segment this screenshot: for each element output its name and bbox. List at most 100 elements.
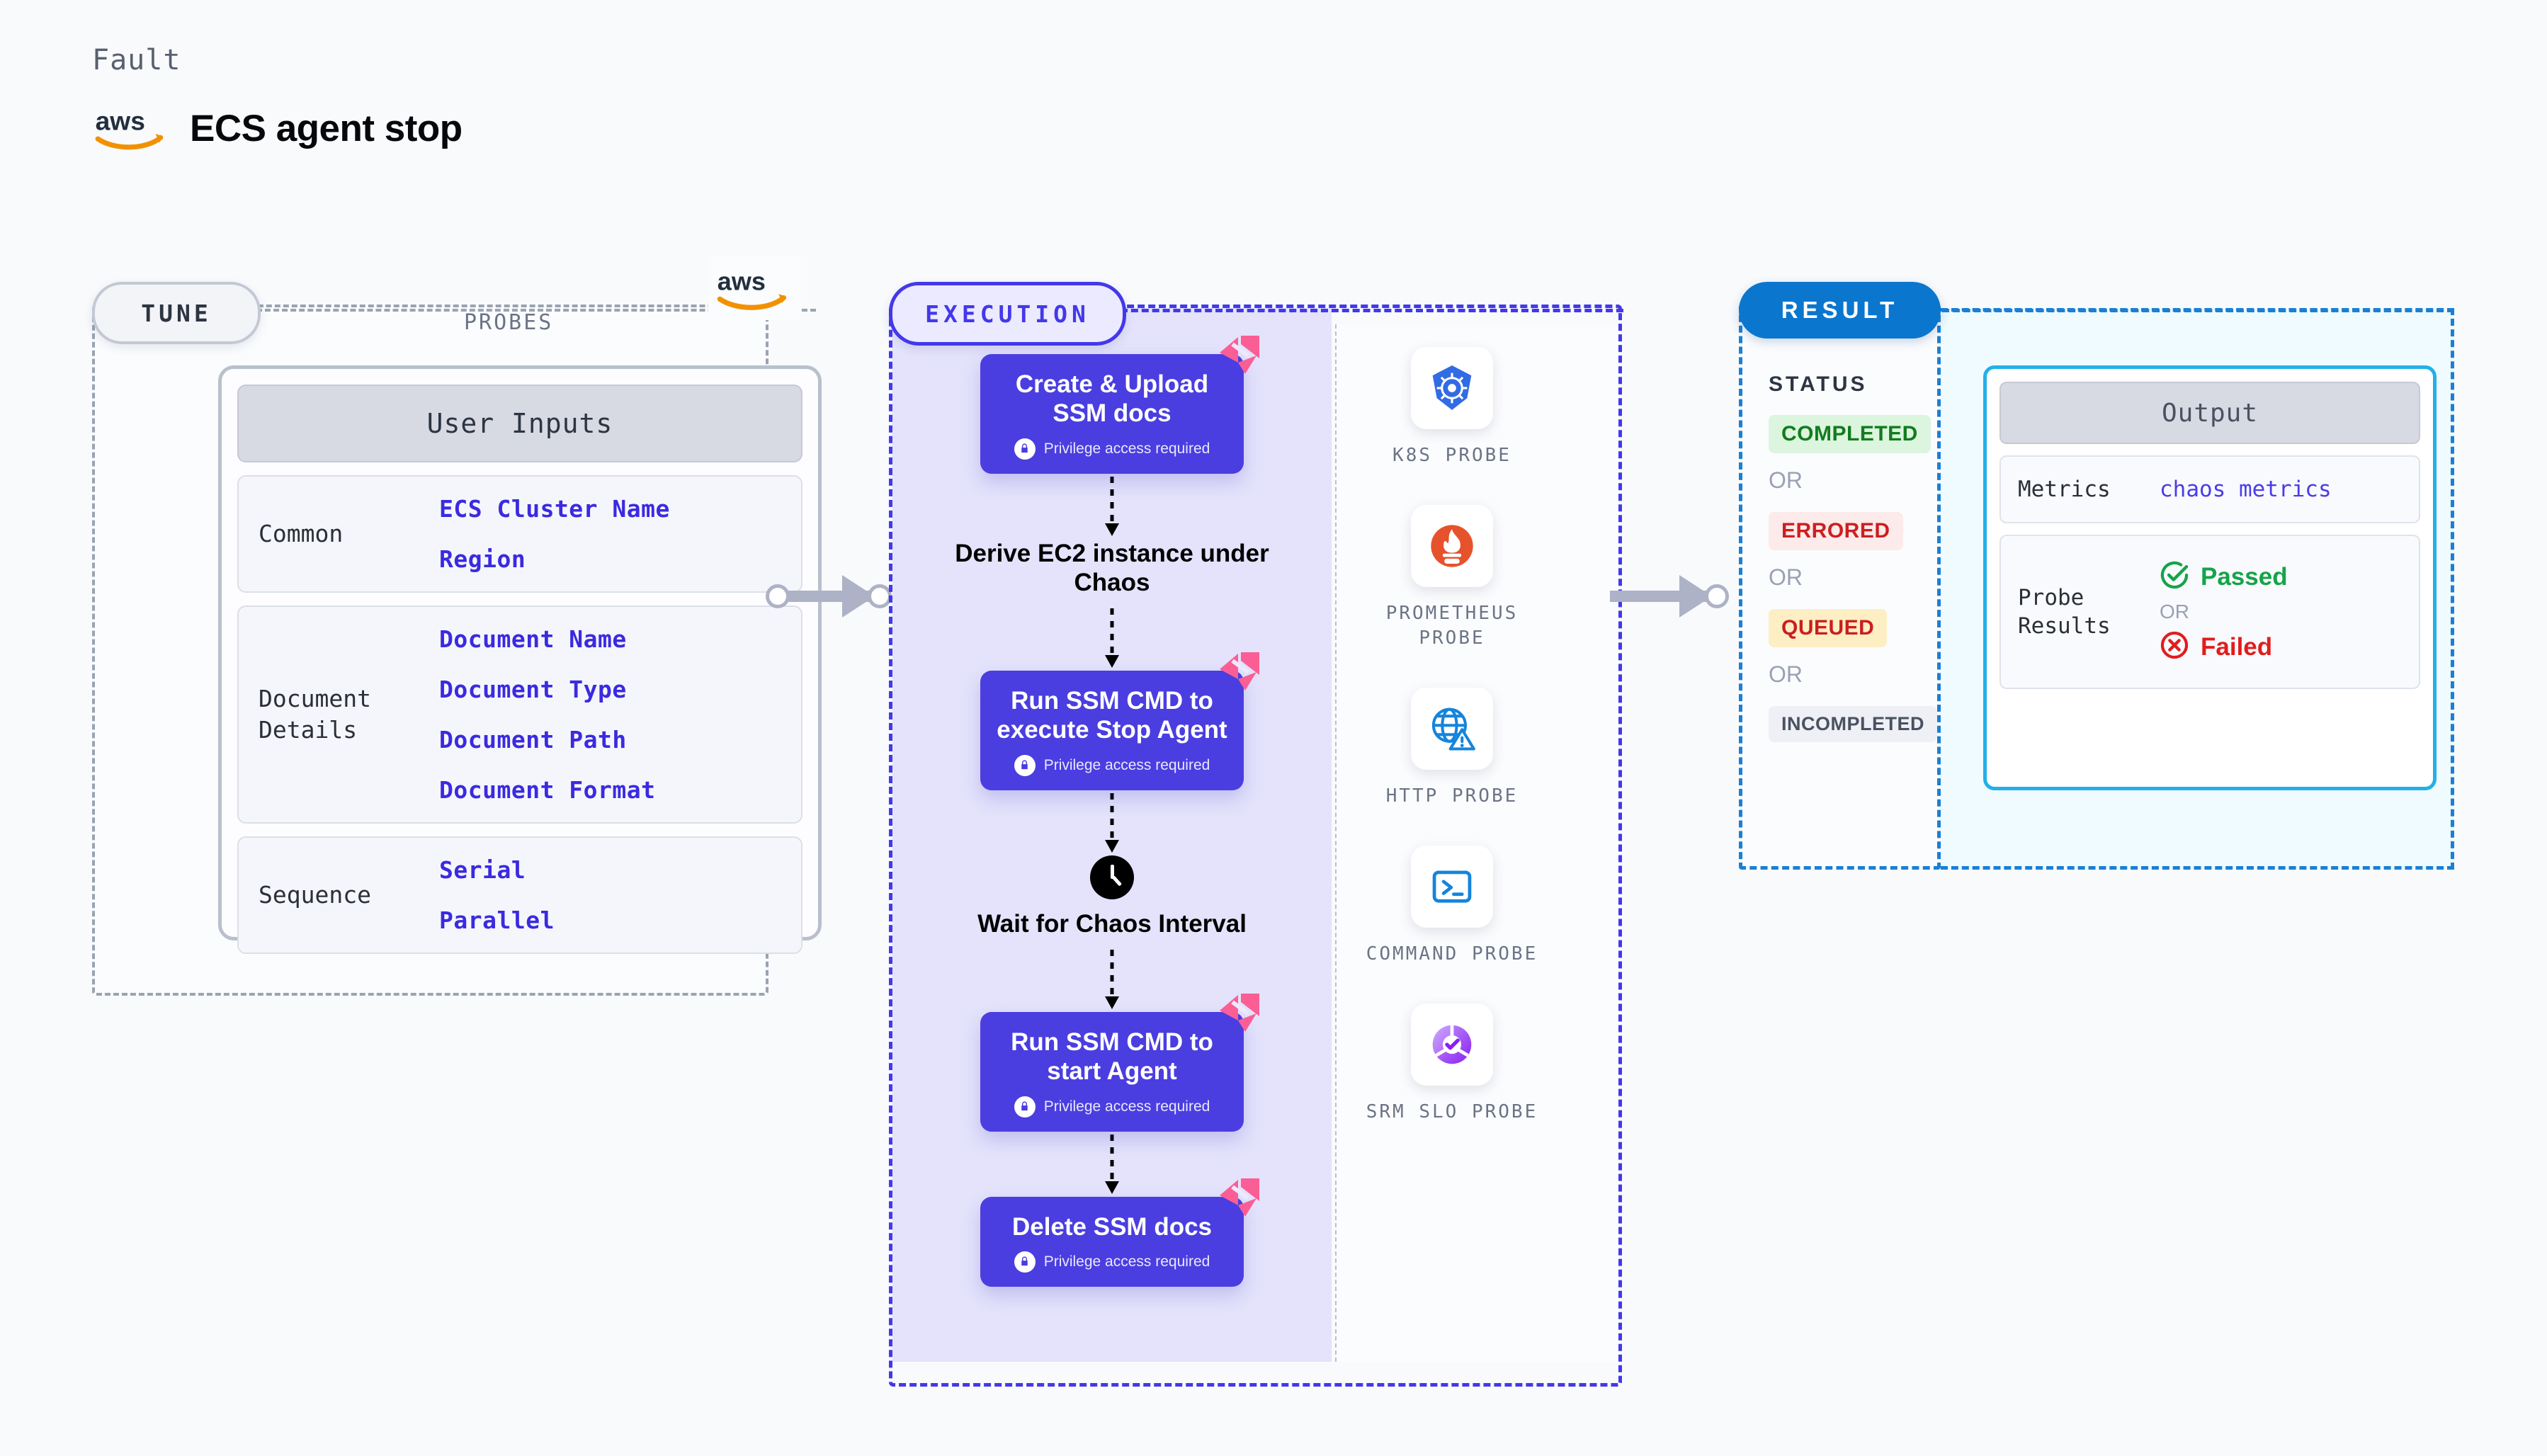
or-label: OR [1769, 564, 1803, 590]
tune-value[interactable]: Region [439, 545, 526, 573]
status-badge-errored: ERRORED [1769, 512, 1903, 550]
flow-arrow [1105, 476, 1119, 536]
user-inputs-title: User Inputs [426, 408, 613, 439]
flow-node-title: Delete SSM docs [1011, 1212, 1213, 1241]
output-row-metrics: Metrics chaos metrics [1999, 455, 2420, 524]
flow-arrow [1105, 608, 1119, 669]
failed-label: Failed [2201, 632, 2273, 661]
prometheus-icon [1411, 505, 1493, 588]
flow-node-run-ssm-cmd-stop-agent[interactable]: Run SSM CMD to execute Stop Agent Privil… [980, 652, 1259, 790]
result-pill-label: RESULT [1781, 297, 1899, 323]
output-title: Output [2161, 398, 2259, 428]
probe-label: HTTP PROBE [1385, 785, 1519, 807]
execution-pill[interactable]: EXECUTION [889, 282, 1126, 346]
tune-value[interactable]: Document Type [439, 676, 627, 703]
output-card: Output Metrics chaos metrics Probe Resul… [1983, 365, 2437, 790]
tune-value[interactable]: Document Format [439, 776, 656, 804]
lock-icon [1014, 1251, 1036, 1273]
connector-execution-to-result [1597, 575, 1742, 618]
lock-icon [1014, 438, 1036, 460]
status-badge-incompleted: INCOMPLETED [1769, 706, 1938, 742]
user-inputs-card: User Inputs Common ECS Cluster Name Regi… [218, 365, 822, 954]
probe-item-srm-slo[interactable]: SRM SLO PROBE [1363, 1003, 1541, 1125]
execution-connector-line [1121, 309, 1623, 312]
privilege-note-text: Privilege access required [1043, 1253, 1210, 1270]
aws-logo-icon: aws [92, 106, 171, 150]
tune-group-label: Sequence [259, 881, 371, 909]
result-status-dashed-border [1739, 305, 1941, 870]
tune-connector-line [256, 309, 816, 312]
probe-item-command[interactable]: COMMAND PROBE [1363, 846, 1541, 967]
privilege-note-text: Privilege access required [1043, 440, 1210, 457]
output-header: Output [1999, 382, 2420, 444]
flow-arrow [1105, 950, 1119, 1010]
result-pill[interactable]: RESULT [1739, 282, 1941, 339]
tune-group-common: Common ECS Cluster Name Region [237, 475, 802, 593]
output-row-probe-results: Probe Results Passed OR [1999, 535, 2420, 690]
check-circle-icon [2160, 560, 2189, 593]
http-globe-warning-icon [1411, 688, 1493, 770]
user-inputs-header: User Inputs [237, 385, 802, 462]
probe-item-http[interactable]: HTTP PROBE [1363, 688, 1541, 809]
privilege-note: Privilege access required [990, 1251, 1234, 1273]
flow-node-run-ssm-cmd-start-agent[interactable]: Run SSM CMD to start Agent Privilege acc… [980, 994, 1259, 1132]
tune-group-document-details: Document Details Document Name Document … [237, 605, 802, 824]
tune-group-values: Serial Parallel [439, 856, 555, 934]
tune-group-sequence: Sequence Serial Parallel [237, 836, 802, 954]
or-label: OR [2160, 601, 2189, 623]
flow-node-wait-for-chaos-interval: Wait for Chaos Interval [977, 909, 1247, 938]
tune-group-values: ECS Cluster Name Region [439, 495, 670, 573]
privilege-note: Privilege access required [990, 438, 1234, 460]
terminal-icon [1411, 846, 1493, 928]
probe-item-prometheus[interactable]: PROMETHEUS PROBE [1363, 505, 1541, 651]
litmus-ribbon-icon [1217, 1177, 1262, 1219]
status-badge-completed: COMPLETED [1769, 415, 1931, 453]
tune-value[interactable]: Document Name [439, 625, 627, 653]
tune-panel: TUNE User Inputs Common ECS Cluster Name… [92, 282, 822, 996]
execution-pill-label: EXECUTION [925, 300, 1090, 328]
probe-label: K8S PROBE [1392, 445, 1511, 466]
privilege-note-text: Privilege access required [1043, 756, 1210, 773]
metrics-value[interactable]: chaos metrics [2160, 477, 2332, 503]
aws-logo-icon: aws [708, 256, 800, 320]
probes-section-label: PROBES [464, 310, 554, 335]
tune-value[interactable]: Parallel [439, 906, 555, 934]
connector-tune-to-execution [766, 575, 903, 618]
flow-arrow [1105, 1134, 1119, 1194]
connector-dot-end [1705, 584, 1729, 608]
litmus-ribbon-icon [1217, 651, 1262, 693]
probe-label: COMMAND PROBE [1366, 943, 1538, 965]
connector-dot-start [766, 584, 790, 608]
litmus-ribbon-icon [1217, 334, 1262, 377]
lock-icon [1014, 1096, 1036, 1117]
tune-value[interactable]: Serial [439, 856, 526, 884]
result-connector-line [1942, 309, 2454, 312]
flow-node-delete-ssm-docs[interactable]: Delete SSM docs Privilege access require… [980, 1178, 1259, 1287]
title-row: aws ECS agent stop [92, 106, 463, 150]
page-header: Fault aws ECS agent stop [92, 44, 463, 150]
tune-value[interactable]: Document Path [439, 726, 627, 753]
kubernetes-icon [1411, 347, 1493, 429]
flow-node-derive-ec2-instance: Derive EC2 instance under Chaos [955, 539, 1269, 596]
lock-icon [1014, 754, 1036, 776]
status-column: STATUS COMPLETED OR ERRORED OR QUEUED OR… [1769, 372, 1938, 742]
tune-group-values: Document Name Document Type Document Pat… [439, 625, 656, 804]
probes-list: K8S PROBE PROMETHEUS PROBE [1363, 347, 1541, 1162]
probes-background [1335, 324, 1618, 1362]
probe-result-failed: Failed [2160, 630, 2288, 664]
tune-pill-label: TUNE [141, 299, 212, 327]
svg-text:aws: aws [717, 267, 766, 296]
flow-node-create-upload-ssm-docs[interactable]: Create & Upload SSM docs Privilege acces… [980, 336, 1259, 474]
probe-label: SRM SLO PROBE [1366, 1101, 1538, 1123]
tune-value[interactable]: ECS Cluster Name [439, 495, 670, 523]
clock-icon [1090, 855, 1134, 899]
flow-arrow [1105, 792, 1119, 853]
privilege-note: Privilege access required [990, 754, 1234, 776]
status-badge-queued: QUEUED [1769, 609, 1888, 647]
tune-group-label: Document Details [259, 685, 371, 744]
tune-pill[interactable]: TUNE [92, 282, 261, 344]
x-circle-icon [2160, 630, 2189, 664]
connector-dot-end [868, 584, 892, 608]
probe-item-k8s[interactable]: K8S PROBE [1363, 347, 1541, 468]
privilege-note-text: Privilege access required [1043, 1098, 1210, 1115]
